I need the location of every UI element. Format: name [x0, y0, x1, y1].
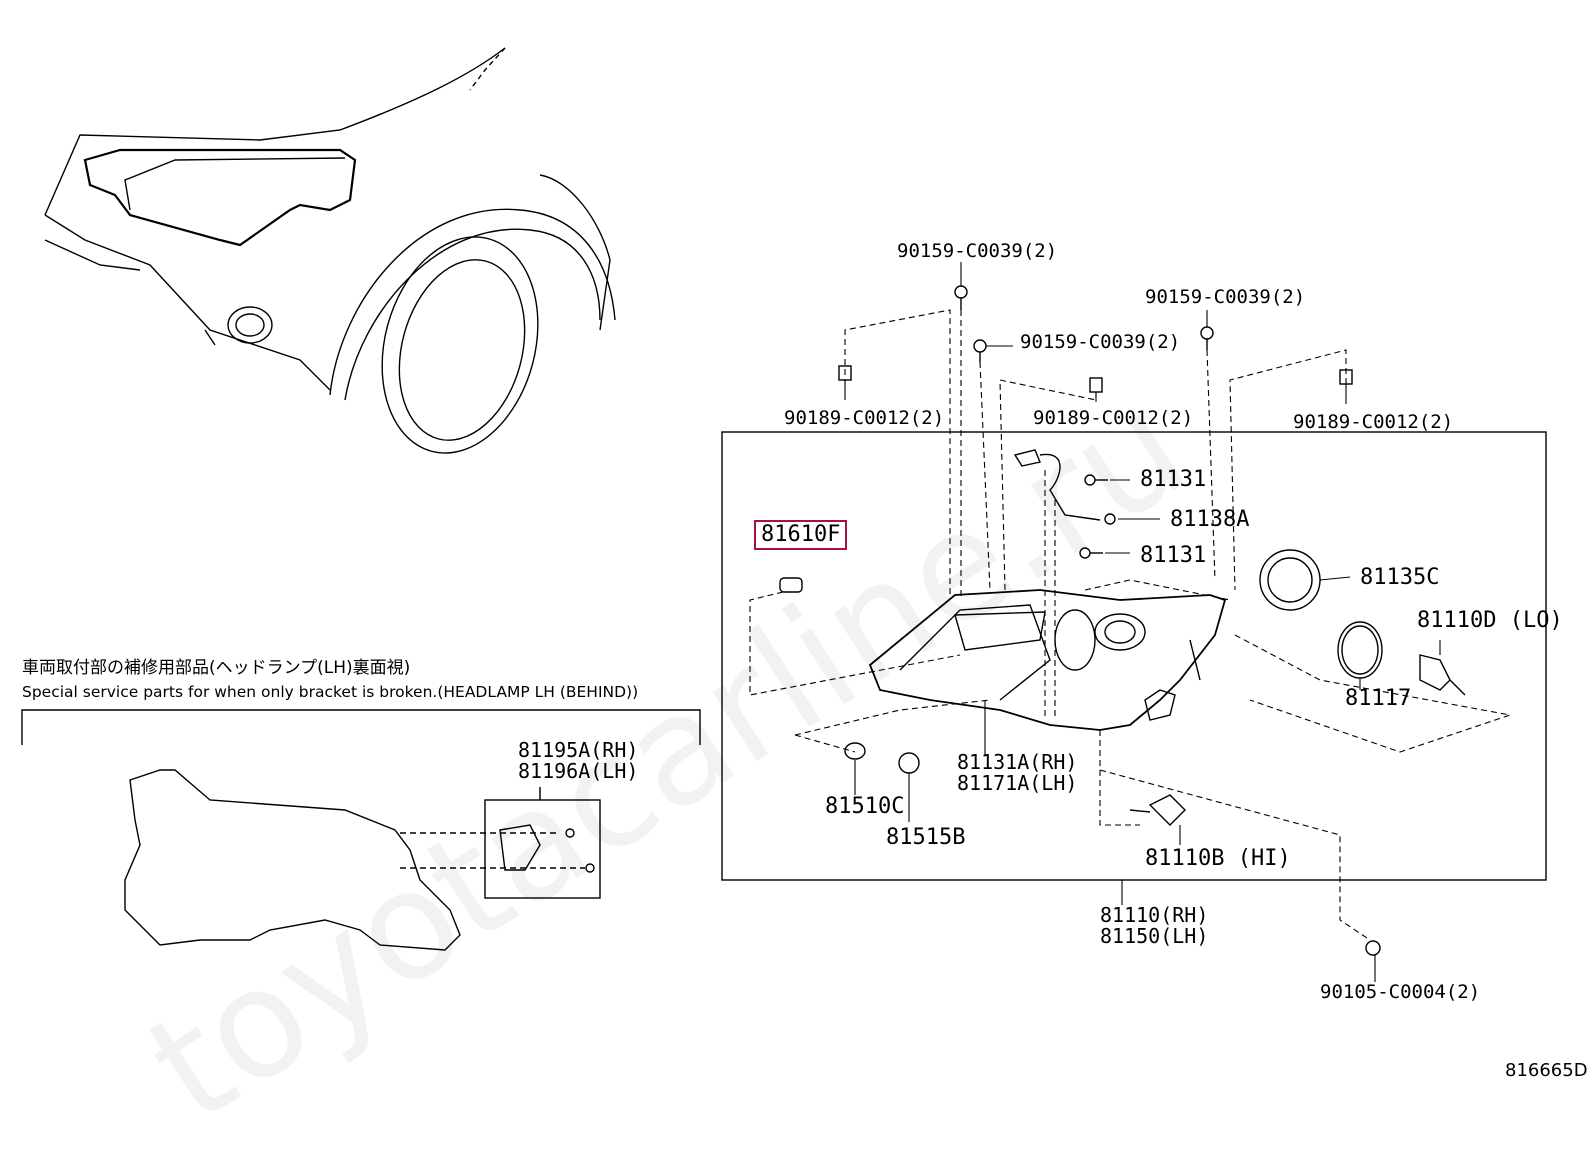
part-label-81131-upper[interactable]: 81131	[1140, 467, 1207, 492]
part-label-90189-right[interactable]: 90189-C0012(2)	[1293, 411, 1454, 433]
part-label-81195a[interactable]: 81195A(RH) 81196A(LH)	[518, 738, 639, 783]
bracket-note-jp: 車両取付部の補修用部品(ヘッドランプ(LH)裏面視)	[22, 658, 411, 678]
part-label-81110[interactable]: 81110(RH) 81150(LH)	[1100, 903, 1209, 948]
part-label-81610f-highlighted[interactable]: 81610F	[754, 520, 848, 550]
part-label-81131a[interactable]: 81131A(RH) 81171A(LH)	[957, 750, 1078, 795]
part-label-81110d-lo[interactable]: 81110D (LO)	[1417, 608, 1563, 633]
part-label-90159-top[interactable]: 90159-C0039(2)	[897, 240, 1058, 262]
part-label-81510c[interactable]: 81510C	[825, 794, 905, 819]
headlamp-assembly-box	[721, 431, 1547, 881]
part-label-81135c[interactable]: 81135C	[1360, 565, 1440, 590]
part-label-90159-right[interactable]: 90159-C0039(2)	[1145, 286, 1306, 308]
part-label-90189-left[interactable]: 90189-C0012(2)	[784, 407, 945, 429]
part-label-90159-mid[interactable]: 90159-C0039(2)	[1020, 331, 1181, 353]
car-front-illustration	[44, 47, 616, 454]
small-parts	[779, 449, 1466, 826]
bracket-detail-illustration	[21, 709, 701, 951]
part-label-81110b-hi[interactable]: 81110B (HI)	[1145, 846, 1291, 871]
parts-diagram: toyotacarline.ru	[21, 47, 1588, 1156]
headlamp-illustration	[868, 589, 1227, 731]
diagram-id: 816665D	[1505, 1060, 1588, 1081]
bracket-note-en: Special service parts for when only brac…	[22, 683, 639, 701]
part-label-81131-lower[interactable]: 81131	[1140, 543, 1207, 568]
diagram-linework	[21, 47, 1547, 982]
part-label-81138a[interactable]: 81138A	[1170, 507, 1250, 532]
bolts	[838, 285, 1381, 956]
part-label-81117[interactable]: 81117	[1345, 686, 1412, 711]
part-label-90105[interactable]: 90105-C0004(2)	[1320, 981, 1481, 1003]
part-label-90189-mid[interactable]: 90189-C0012(2)	[1033, 407, 1194, 429]
part-label-81515b[interactable]: 81515B	[886, 825, 966, 850]
